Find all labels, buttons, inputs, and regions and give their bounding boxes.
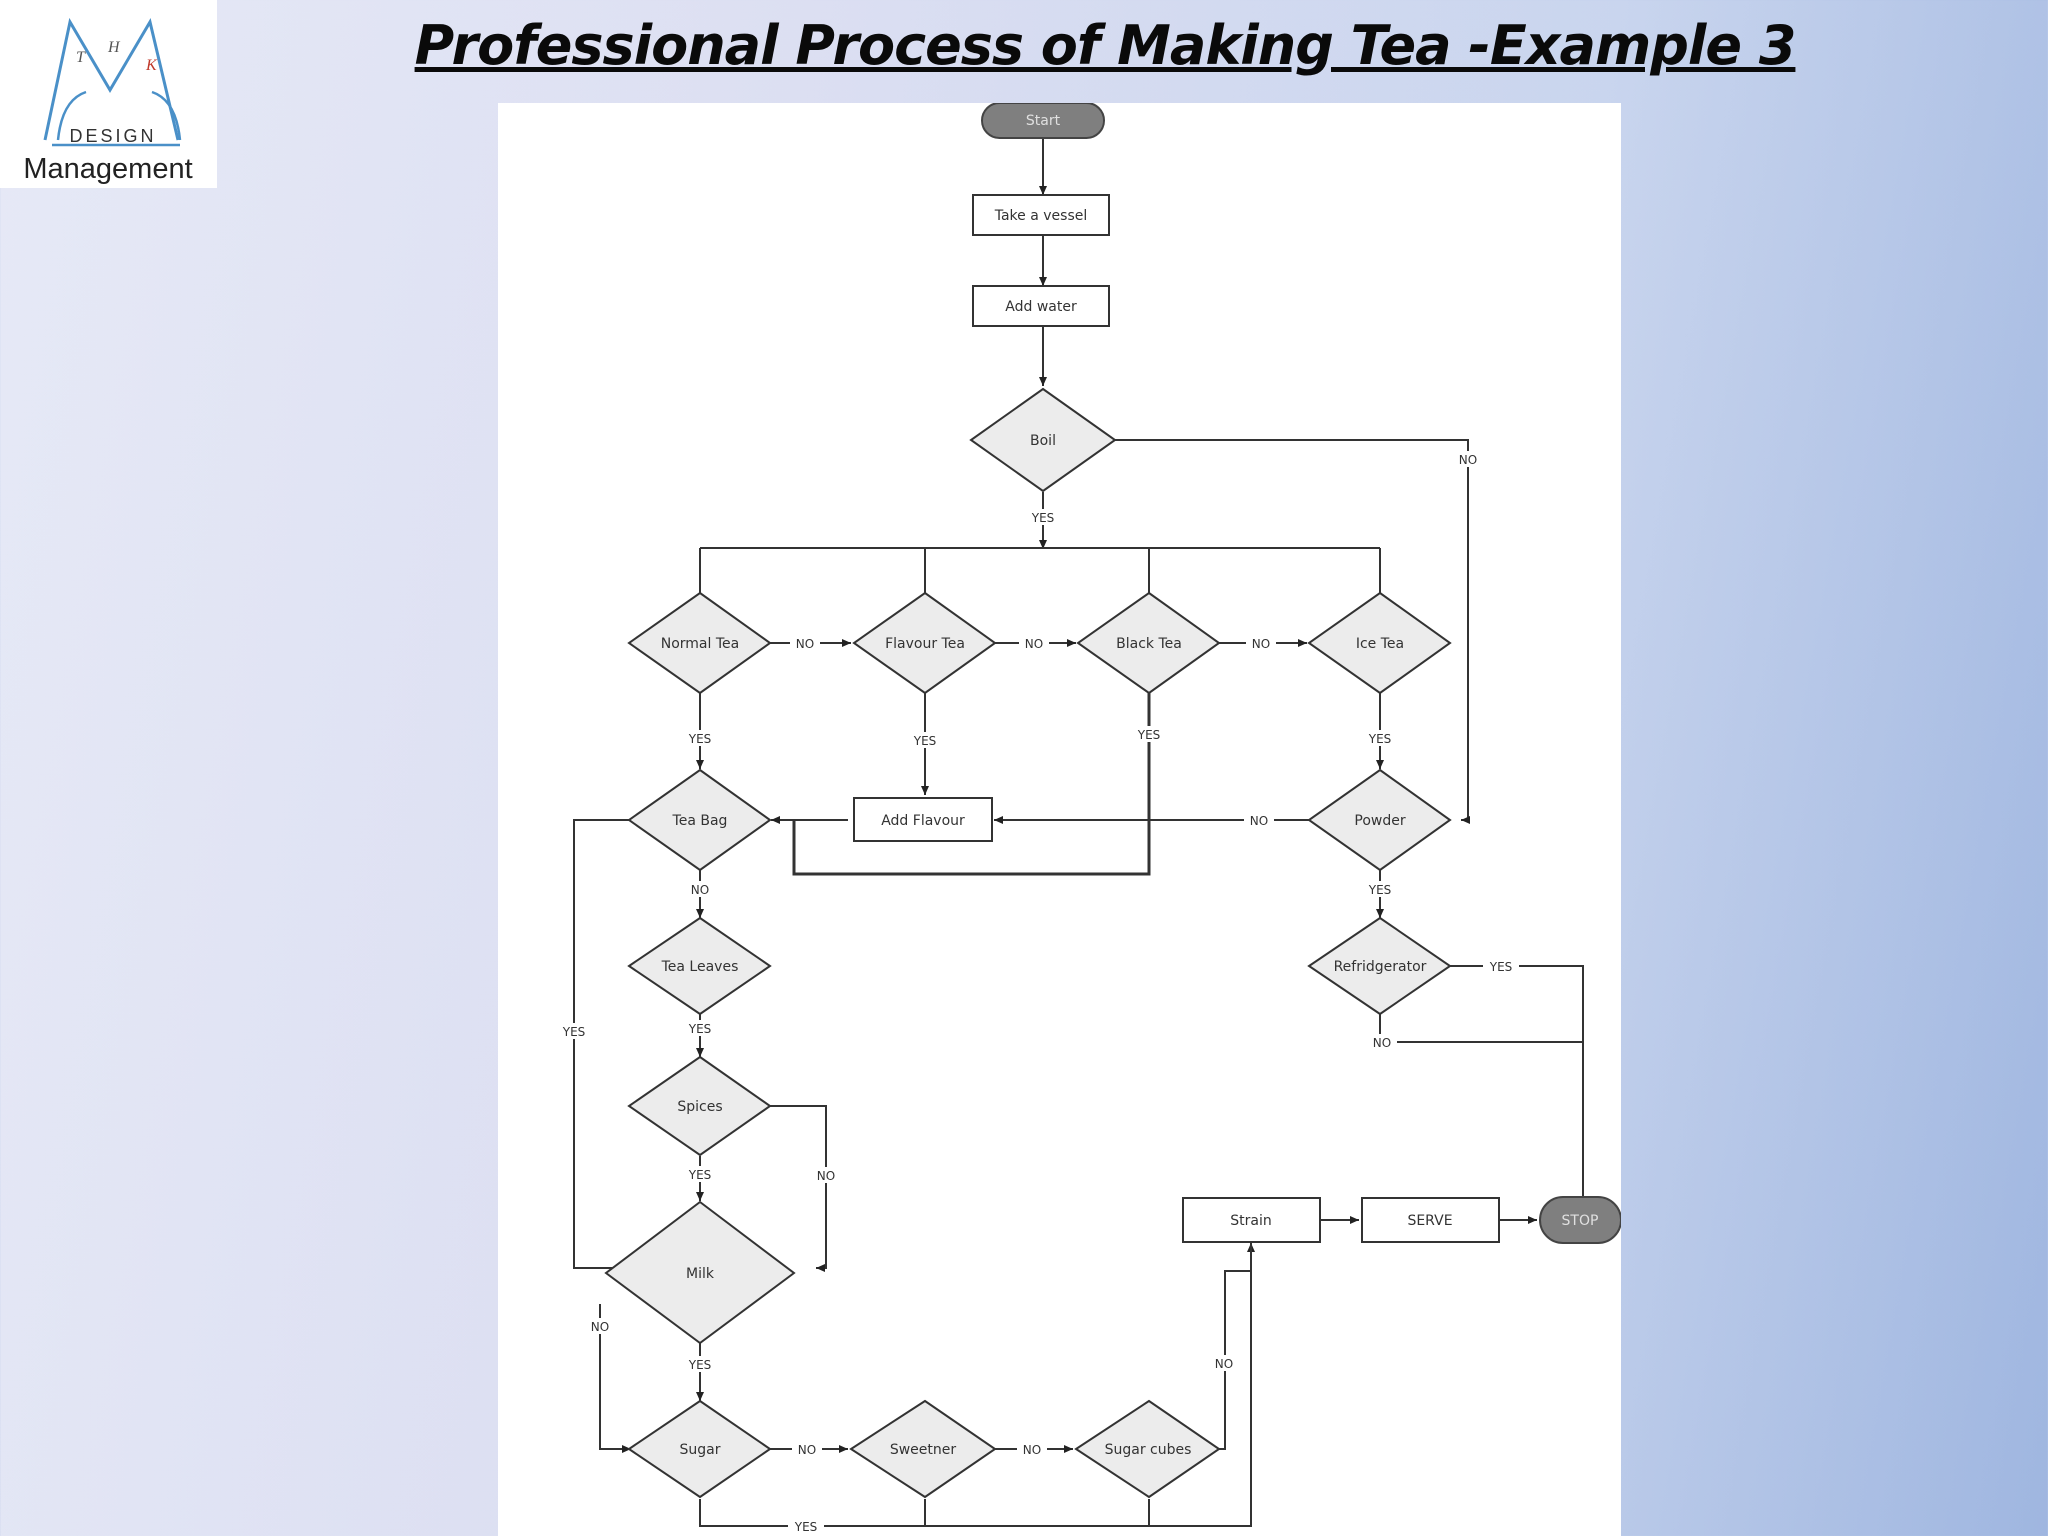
node-serve-label: SERVE [1407,1213,1452,1229]
decision-sugar-cubes-label: Sugar cubes [1105,1442,1192,1458]
decision-boil: Boil [969,387,1117,493]
edge-fridge-yes-stop [1450,965,1587,1218]
label-sweetner-no: NO [1023,1443,1041,1457]
logo-management-text: Management [23,153,192,185]
edge-yes-to-strain [699,1243,1252,1527]
edge-fridge-no-stop [1379,1014,1583,1043]
node-add-water-label: Add water [1005,299,1077,315]
edge-teabag-yes-milk [573,819,631,1272]
label-milk-yes: YES [688,1358,712,1372]
label-black-no: NO [1252,637,1270,651]
label-spices-no: NO [817,1169,835,1183]
label-teabag-yes: YES [562,1025,586,1039]
edge-milk-no-sugar [599,1304,631,1453]
label-cubes-no: NO [1215,1357,1233,1371]
decision-ice-tea-label: Ice Tea [1356,636,1404,652]
label-milk-no: NO [591,1320,609,1334]
node-take-vessel-label: Take a vessel [994,208,1088,224]
decision-tea-bag: Tea Bag [627,768,772,872]
decision-powder: Powder [1307,768,1452,872]
decision-flavour-tea-label: Flavour Tea [885,636,965,652]
decision-ice-tea: Ice Tea [1307,591,1452,695]
logo-m-mark [43,17,180,141]
edge-spices-no-milk [770,1105,827,1272]
decision-milk: Milk [604,1200,796,1345]
decision-sugar: Sugar [627,1399,772,1499]
decision-normal-tea: Normal Tea [627,591,772,695]
label-spices-yes: YES [688,1168,712,1182]
decision-black-tea: Black Tea [1076,591,1221,695]
label-powder-yes: YES [1368,883,1392,897]
logo-letter-t: T [76,49,86,66]
logo-letter-k: K [145,57,158,74]
node-stop: STOP [1539,1196,1621,1244]
decision-sweetner-label: Sweetner [890,1442,957,1458]
node-add-water: Add water [972,285,1110,327]
decision-refridgerator: Refridgerator [1307,916,1452,1016]
label-boil-yes: YES [1031,511,1055,525]
node-strain-label: Strain [1230,1213,1271,1229]
decision-normal-tea-label: Normal Tea [661,636,739,652]
logo-letter-h: H [107,39,121,56]
label-ice-yes: YES [1368,732,1392,746]
label-flavour-yes: YES [913,734,937,748]
decision-milk-label: Milk [686,1266,715,1282]
logo-right-arc [151,90,182,141]
label-leaves-yes: YES [688,1022,712,1036]
logo-left-arc [56,90,87,141]
node-take-vessel: Take a vessel [972,194,1110,236]
logo-design-text: DESIGN [69,126,156,146]
node-serve: SERVE [1361,1197,1500,1243]
decision-sugar-cubes: Sugar cubes [1074,1399,1221,1499]
label-sugar-yes: YES [794,1520,818,1534]
decision-spices: Spices [627,1055,772,1157]
node-add-flavour: Add Flavour [853,797,993,842]
label-fridge-no: NO [1373,1036,1391,1050]
company-logo: T H K DESIGN Management [0,0,217,188]
decision-flavour-tea: Flavour Tea [852,591,997,695]
label-fridge-yes: YES [1489,960,1513,974]
decision-spices-label: Spices [677,1099,722,1115]
decision-refridgerator-label: Refridgerator [1334,959,1427,975]
decision-tea-leaves: Tea Leaves [627,916,772,1016]
node-start: Start [981,103,1105,139]
edge-boil-no-powder [1115,439,1470,824]
label-boil-no: NO [1459,453,1477,467]
edge-labels: YES NO NO NO NO YES YES YES YES NO NO YE… [556,451,1519,1534]
node-strain: Strain [1182,1197,1321,1243]
decision-sweetner: Sweetner [849,1399,997,1499]
tea-process-flowchart: YES NO NO NO NO YES YES YES YES NO NO YE… [556,103,1621,1534]
label-black-yes: YES [1137,728,1161,742]
node-stop-label: STOP [1562,1213,1599,1229]
edge-cubes-no-strain [1219,1243,1255,1450]
decision-powder-label: Powder [1354,813,1405,829]
edge-black-teabag [792,693,1151,876]
decision-black-tea-label: Black Tea [1116,636,1182,652]
node-start-label: Start [1026,113,1061,129]
flowchart-panel: YES NO NO NO NO YES YES YES YES NO NO YE… [498,103,1621,1536]
label-flavour-no: NO [1025,637,1043,651]
decision-tea-bag-label: Tea Bag [672,813,728,829]
node-add-flavour-label: Add Flavour [881,813,965,829]
page-title: Professional Process of Making Tea -Exam… [414,14,1797,77]
label-teabag-no: NO [691,883,709,897]
decision-sugar-label: Sugar [680,1442,721,1458]
decision-boil-label: Boil [1030,433,1056,449]
label-sugar-no: NO [798,1443,816,1457]
label-normal-no: NO [796,637,814,651]
label-powder-no: NO [1250,814,1268,828]
decision-tea-leaves-label: Tea Leaves [661,959,739,975]
label-normal-yes: YES [688,732,712,746]
